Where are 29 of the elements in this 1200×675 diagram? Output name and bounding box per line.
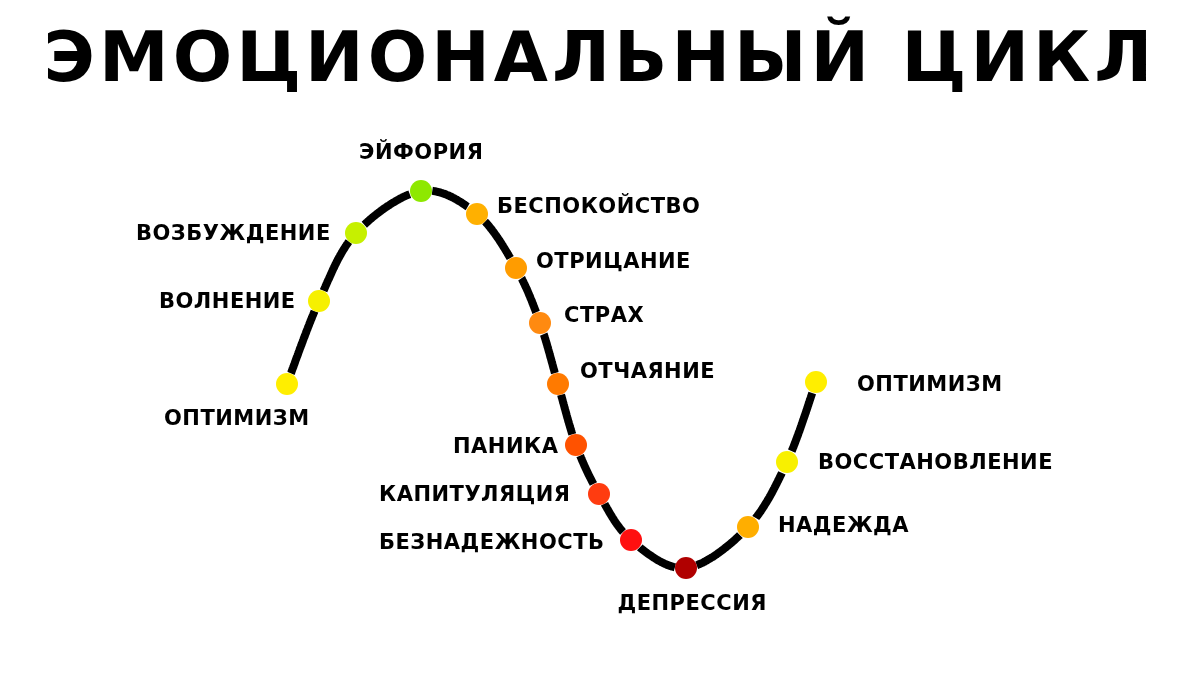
stage-label: ОТРИЦАНИЕ xyxy=(536,248,691,274)
stage-label: ОТЧАЯНИЕ xyxy=(580,358,716,384)
stage-label: ВОЛНЕНИЕ xyxy=(159,288,296,314)
stage-label: ВОССТАНОВЛЕНИЕ xyxy=(818,449,1053,475)
stage-label: ВОЗБУЖДЕНИЕ xyxy=(136,220,331,246)
stage-label: ЭЙФОРИЯ xyxy=(359,139,484,165)
stage-label: КАПИТУЛЯЦИЯ xyxy=(379,481,571,507)
curve-line xyxy=(557,391,577,438)
curve-line xyxy=(539,330,559,377)
stage-label: ПАНИКА xyxy=(453,433,559,459)
stage-label: БЕЗНАДЕЖНОСТЬ xyxy=(379,529,605,555)
stage-label: ОПТИМИЗМ xyxy=(857,371,1003,397)
curve-line xyxy=(517,274,540,316)
curve-line xyxy=(576,452,598,488)
title: ЭМОЦИОНАЛЬНЫЙ ЦИКЛ xyxy=(43,16,1157,98)
stage-label: СТРАХ xyxy=(564,302,645,328)
curve-line xyxy=(429,186,471,211)
curve-line xyxy=(600,500,627,536)
stage-label: БЕСПОКОЙСТВО xyxy=(497,193,701,219)
curve-line xyxy=(361,190,413,228)
stage-label: ОПТИМИЗМ xyxy=(164,405,310,431)
curve-line xyxy=(788,390,816,454)
stage-label: ДЕПРЕССИЯ xyxy=(617,590,767,616)
curve-line xyxy=(693,531,744,569)
stage-label: НАДЕЖДА xyxy=(778,512,910,538)
curve-line xyxy=(319,238,353,294)
curve-line xyxy=(287,308,319,377)
curve-line xyxy=(752,469,786,522)
curve-line xyxy=(481,218,514,262)
